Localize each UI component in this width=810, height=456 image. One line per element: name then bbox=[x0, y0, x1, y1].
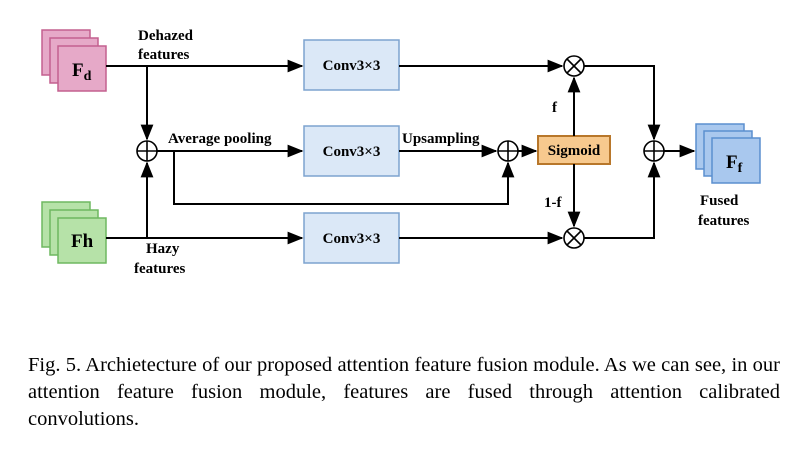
svg-text:Sigmoid: Sigmoid bbox=[548, 143, 601, 159]
multiply-circle-bottom bbox=[563, 227, 585, 249]
svg-text:Conv3×3: Conv3×3 bbox=[323, 58, 381, 74]
average-pooling-label: Average pooling bbox=[168, 131, 272, 147]
dehazed-label-line1: Dehazed bbox=[138, 28, 194, 44]
svg-text:Conv3×3: Conv3×3 bbox=[323, 144, 381, 160]
fused-output-stack: Ff bbox=[695, 123, 761, 184]
hazy-input-stack: Fh bbox=[41, 201, 107, 264]
multiply-circle-top bbox=[563, 55, 585, 77]
hazy-label-line1: Hazy bbox=[146, 241, 180, 257]
fused-label-line2: features bbox=[698, 213, 750, 229]
dehazed-input-stack: Fd bbox=[41, 29, 107, 92]
sigmoid-box: Sigmoid bbox=[537, 135, 611, 165]
connectors bbox=[106, 59, 696, 245]
fused-symbol: Ff bbox=[726, 152, 743, 176]
hazy-label-line2: features bbox=[134, 261, 186, 277]
conv-mid-box: Conv3×3 bbox=[303, 125, 400, 177]
fused-label-line1: Fused bbox=[700, 193, 739, 209]
f-label: f bbox=[552, 100, 558, 116]
attention-fusion-diagram: Fd Fh Ff Dehazed features Hazy features … bbox=[41, 28, 761, 277]
add-circle-left bbox=[136, 140, 158, 162]
svg-text:Conv3×3: Conv3×3 bbox=[323, 231, 381, 247]
figure-caption: Fig. 5. Archietecture of our proposed at… bbox=[28, 354, 780, 430]
conv-top-box: Conv3×3 bbox=[303, 39, 400, 91]
conv-bot-box: Conv3×3 bbox=[303, 212, 400, 264]
upsampling-label: Upsampling bbox=[402, 131, 480, 147]
add-circle-mid bbox=[497, 140, 519, 162]
dehazed-symbol: Fd bbox=[72, 60, 92, 84]
add-circle-right bbox=[643, 140, 665, 162]
hazy-symbol: Fh bbox=[71, 231, 94, 252]
dehazed-label-line2: features bbox=[138, 47, 190, 63]
one-minus-f-label: 1-f bbox=[544, 195, 562, 211]
